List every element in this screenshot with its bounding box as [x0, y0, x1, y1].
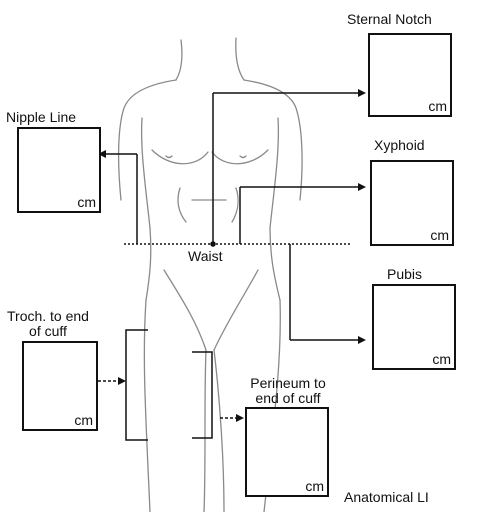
xyphoid-box[interactable]: cm	[370, 160, 454, 246]
xyphoid-arrowhead	[358, 183, 366, 191]
xyphoid-unit: cm	[430, 228, 449, 243]
arrowheads	[98, 89, 366, 422]
sternal-arrowhead	[358, 89, 366, 97]
perineum-label-line2: end of cuff	[238, 391, 338, 406]
sternal-notch-box[interactable]: cm	[368, 33, 452, 117]
waist-label: Waist	[188, 249, 222, 264]
perineum-arrowhead	[236, 414, 244, 422]
xyphoid-label: Xyphoid	[374, 138, 425, 153]
nipple-line-unit: cm	[77, 195, 96, 210]
pubis-arrowhead	[358, 336, 366, 344]
sternal-notch-label: Sternal Notch	[347, 12, 432, 27]
troch-label: Troch. to end of cuff	[6, 309, 90, 339]
troch-box[interactable]: cm	[22, 341, 98, 431]
nipple-line-box[interactable]: cm	[17, 127, 101, 213]
perineum-label-line1: Perineum to	[238, 376, 338, 391]
pubis-label: Pubis	[387, 267, 422, 282]
perineum-unit: cm	[305, 479, 324, 494]
troch-arrowhead	[118, 377, 126, 385]
pubis-box[interactable]: cm	[372, 284, 456, 370]
sternal-notch-unit: cm	[428, 99, 447, 114]
troch-label-line2: of cuff	[6, 324, 90, 339]
perineum-label: Perineum to end of cuff	[238, 376, 338, 406]
troch-label-line1: Troch. to end	[6, 309, 90, 324]
perineum-box[interactable]: cm	[245, 407, 329, 497]
nipple-line-label: Nipple Line	[6, 110, 76, 125]
troch-unit: cm	[74, 413, 93, 428]
anatomical-label: Anatomical LI	[344, 490, 429, 505]
perineum-bracket	[192, 352, 212, 438]
pubis-unit: cm	[432, 352, 451, 367]
